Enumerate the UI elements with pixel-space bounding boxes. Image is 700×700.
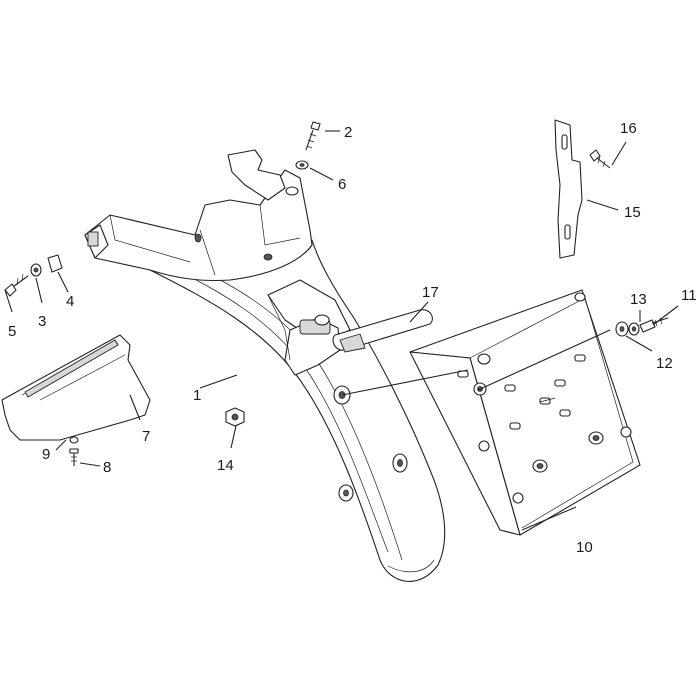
callout-5: 5 (8, 323, 16, 340)
callout-1: 1 (193, 387, 201, 404)
side-trim-panel (1, 334, 151, 441)
reflector-bracket (554, 119, 583, 259)
callout-4: 4 (66, 293, 74, 310)
callout-16: 16 (620, 120, 637, 137)
mudguard-upper-housing (84, 149, 313, 282)
leader-lines (4, 130, 679, 531)
callout-labels: 1 2 3 4 5 6 7 8 9 10 11 12 13 14 15 16 1… (8, 120, 697, 556)
callout-7: 7 (142, 428, 150, 445)
light-housing (267, 279, 351, 376)
callout-13: 13 (630, 291, 647, 308)
callout-9: 9 (42, 446, 50, 463)
callout-10: 10 (576, 539, 593, 556)
callout-12: 12 (656, 355, 673, 372)
callout-15: 15 (624, 204, 641, 221)
license-plate-holder (409, 289, 641, 536)
callout-14: 14 (217, 457, 234, 474)
callout-2: 2 (344, 124, 352, 141)
fasteners (4, 121, 669, 466)
reflector (332, 309, 433, 353)
rear-mudguard (149, 239, 446, 582)
callout-8: 8 (103, 459, 111, 476)
callout-6: 6 (338, 176, 346, 193)
callout-3: 3 (38, 313, 46, 330)
callout-17: 17 (422, 284, 439, 301)
callout-11: 11 (681, 287, 697, 304)
